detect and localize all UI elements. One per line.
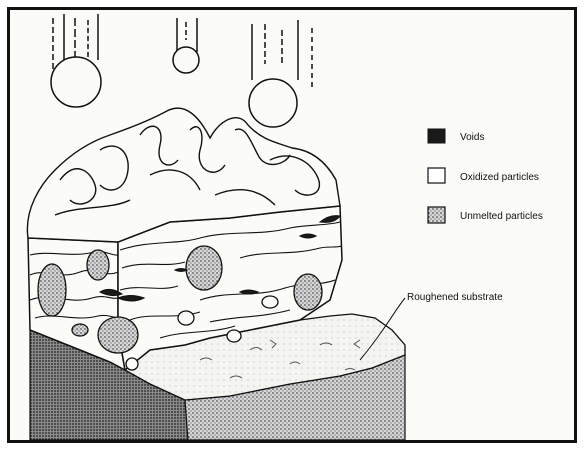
unmelted-swatch (428, 207, 445, 223)
particle-middle (173, 18, 199, 73)
legend-voids-label: Voids (460, 132, 484, 143)
particle-left (51, 14, 101, 107)
legend: Voids Oxidized particles Unmelted partic… (428, 129, 543, 223)
oxidized-swatch (428, 168, 445, 183)
callout-substrate-label: Roughened substrate (407, 292, 503, 303)
voids-swatch (428, 129, 445, 143)
legend-oxidized-label: Oxidized particles (460, 172, 539, 183)
legend-unmelted-label: Unmelted particles (460, 211, 543, 222)
particle-right (249, 20, 312, 127)
